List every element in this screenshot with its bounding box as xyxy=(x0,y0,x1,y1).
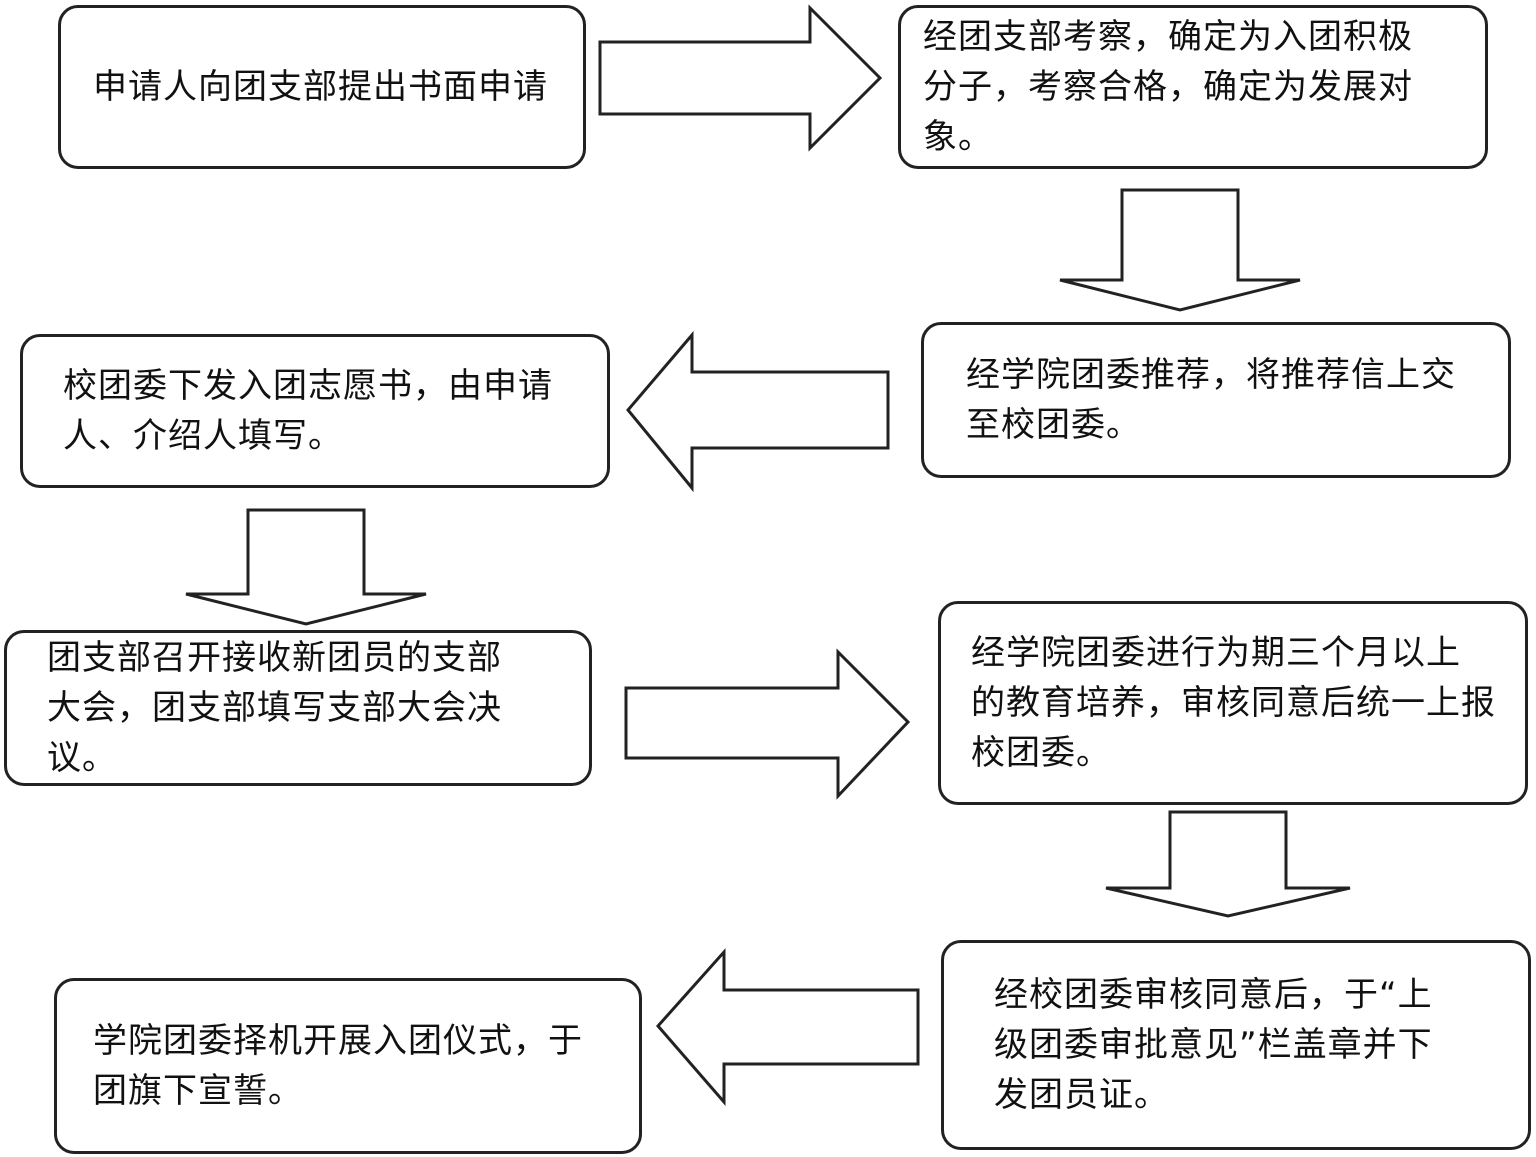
arrow-6-7-down xyxy=(1105,810,1351,918)
step-6-text: 经学院团委进行为期三个月以上 的教育培养，审核同意后统一上报 校团委。 xyxy=(971,633,1496,773)
arrow-2-3-down xyxy=(1059,188,1301,312)
step-1-box: 申请人向团支部提出书面申请 xyxy=(58,5,586,169)
step-4-text: 校团委下发入团志愿书，由申请 人、介绍人填写。 xyxy=(63,366,553,456)
step-5-text: 团支部召开接收新团员的支部 大会，团支部填写支部大会决议。 xyxy=(47,638,502,778)
step-3-box: 经学院团委推荐，将推荐信上交 至校团委。 xyxy=(921,322,1511,478)
step-2-text: 经团支部考察，确定为入团积极 分子，考察合格，确定为发展对象。 xyxy=(923,17,1413,157)
step-8-text: 学院团委择机开展入团仪式，于 团旗下宣誓。 xyxy=(93,1021,583,1111)
step-4-box: 校团委下发入团志愿书，由申请 人、介绍人填写。 xyxy=(20,334,610,488)
step-6-box: 经学院团委进行为期三个月以上 的教育培养，审核同意后统一上报 校团委。 xyxy=(938,601,1528,805)
step-3-text: 经学院团委推荐，将推荐信上交 至校团委。 xyxy=(966,355,1456,445)
arrow-1-2-right xyxy=(598,4,883,152)
arrow-5-6-right xyxy=(624,648,911,800)
step-1-text: 申请人向团支部提出书面申请 xyxy=(93,67,548,107)
step-7-box: 经校团委审核同意后，于“上 级团委审批意见”栏盖章并下 发团员证。 xyxy=(941,940,1531,1150)
step-7-text: 经校团委审核同意后，于“上 级团委审批意见”栏盖章并下 发团员证。 xyxy=(994,975,1433,1115)
arrow-4-5-down xyxy=(185,508,427,626)
step-8-box: 学院团委择机开展入团仪式，于 团旗下宣誓。 xyxy=(54,978,642,1154)
arrow-3-4-left xyxy=(626,330,890,493)
step-2-box: 经团支部考察，确定为入团积极 分子，考察合格，确定为发展对象。 xyxy=(898,5,1488,169)
arrow-7-8-left xyxy=(656,948,920,1107)
step-5-box: 团支部召开接收新团员的支部 大会，团支部填写支部大会决议。 xyxy=(4,630,592,786)
